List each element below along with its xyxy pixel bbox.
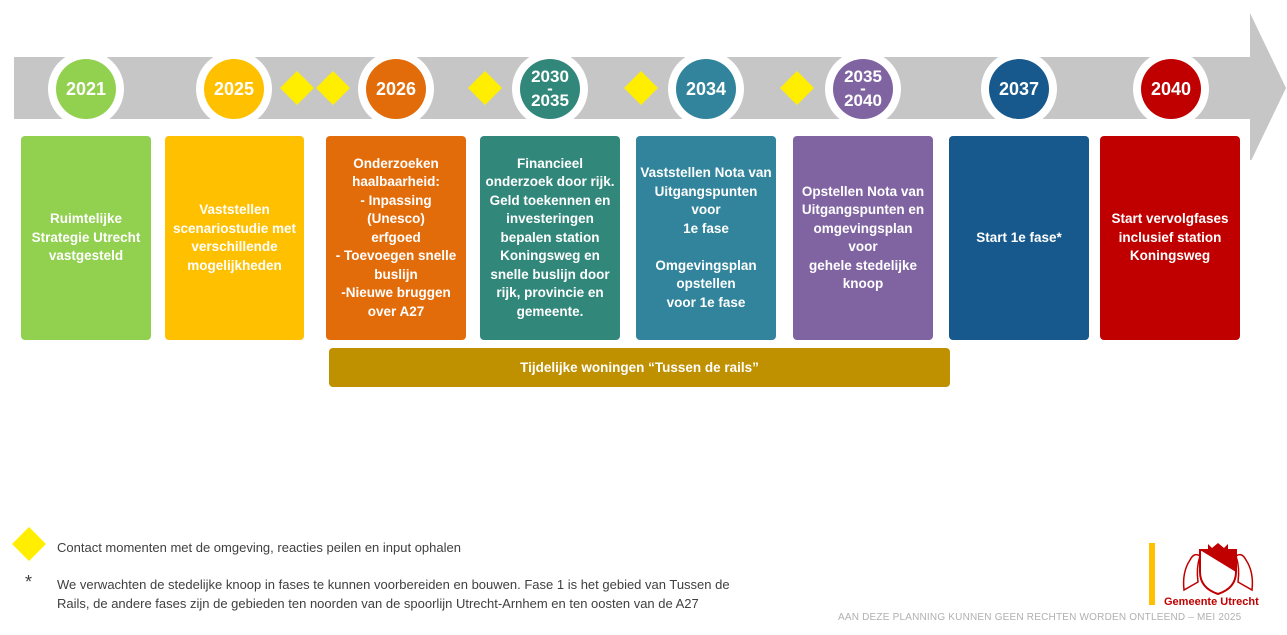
card-2037: Start 1e fase* (949, 136, 1089, 340)
card-2021: Ruimtelijke Strategie Utrecht vastgestel… (21, 136, 151, 340)
card-2025: Vaststellen scenariostudie met verschill… (165, 136, 304, 340)
disclaimer-text: AAN DEZE PLANNING KUNNEN GEEN RECHTEN WO… (838, 612, 1242, 623)
footnote-line-1: We verwachten de stedelijke knoop in fas… (57, 577, 730, 592)
year-2040-circle: 2040 (1141, 59, 1201, 119)
temporary-housing-bar: Tijdelijke woningen “Tussen de rails” (329, 348, 950, 387)
logo-text: Gemeente Utrecht (1164, 596, 1259, 608)
year-2030-2035-circle: 2030 - 2035 (520, 59, 580, 119)
card-2030-2035: Financieel onderzoek door rijk. Geld toe… (480, 136, 620, 340)
card-2034: Vaststellen Nota van Uitgangspunten voor… (636, 136, 776, 340)
footnote-line-2: Rails, de andere fases zijn de gebieden … (57, 596, 699, 611)
year-2021-circle: 2021 (56, 59, 116, 119)
year-2026-circle: 2026 (366, 59, 426, 119)
year-2037-circle: 2037 (989, 59, 1049, 119)
legend-contact-text: Contact momenten met de omgeving, reacti… (57, 540, 461, 555)
logo-accent-bar (1149, 543, 1155, 605)
card-2040: Start vervolgfases inclusief station Kon… (1100, 136, 1240, 340)
card-2026: Onderzoeken haalbaarheid: - Inpassing (U… (326, 136, 466, 340)
year-2025-circle: 2025 (204, 59, 264, 119)
card-2035-2040: Opstellen Nota van Uitgangspunten en omg… (793, 136, 933, 340)
asterisk-icon: * (25, 572, 33, 592)
year-2035-2040-circle: 2035 - 2040 (833, 59, 893, 119)
utrecht-coat-of-arms-icon (1182, 543, 1254, 596)
year-2034-circle: 2034 (676, 59, 736, 119)
legend-diamond-icon (12, 527, 46, 561)
